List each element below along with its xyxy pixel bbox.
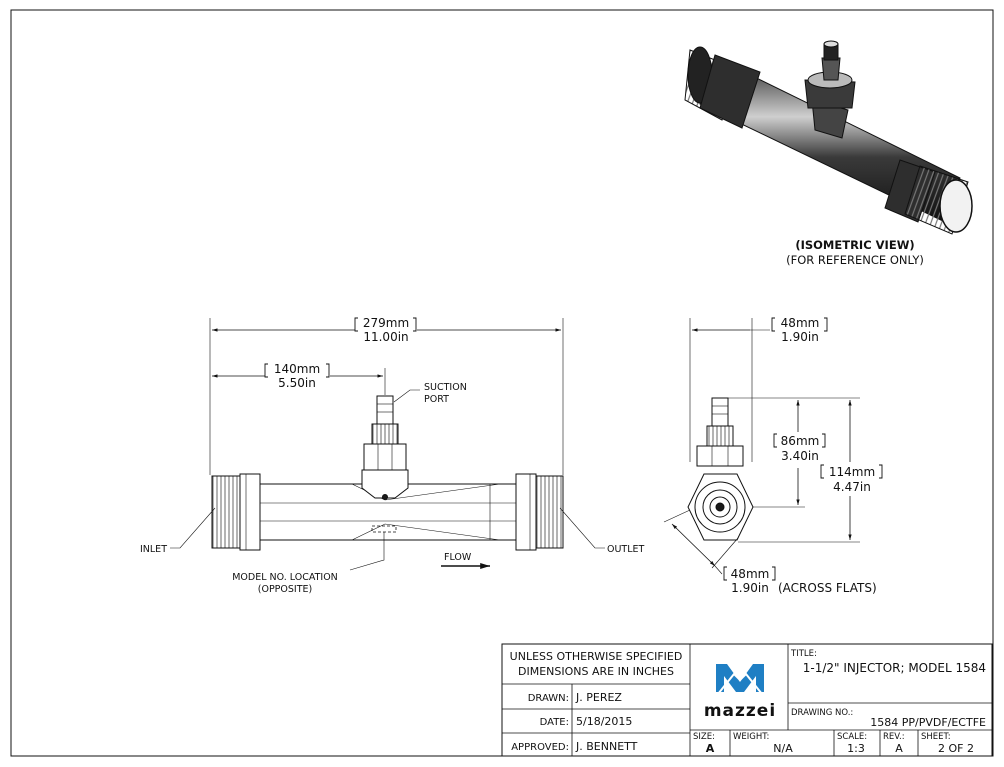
rev-label: REV.: bbox=[883, 732, 905, 742]
drawing-no-label: DRAWING NO.: bbox=[791, 708, 853, 718]
overall-height-in: 4.47in bbox=[833, 480, 871, 494]
suction-port-label-2: PORT bbox=[424, 394, 449, 405]
size-label: SIZE: bbox=[693, 732, 715, 742]
across-flats-mm: 48mm bbox=[731, 567, 770, 581]
front-view: 279mm 11.00in 140mm 5.50in bbox=[140, 316, 645, 595]
note-line-2: DIMENSIONS ARE IN INCHES bbox=[518, 665, 674, 678]
sheet-value: 2 OF 2 bbox=[938, 742, 974, 755]
sheet-label: SHEET: bbox=[921, 732, 951, 742]
model-location-label-1: MODEL NO. LOCATION bbox=[232, 572, 338, 583]
title-block: UNLESS OTHERWISE SPECIFIED DIMENSIONS AR… bbox=[501, 643, 993, 757]
logo-wordmark: mazzei bbox=[704, 701, 776, 721]
title-label: TITLE: bbox=[790, 649, 817, 659]
title-value: 1-1/2" INJECTOR; MODEL 1584 bbox=[803, 661, 986, 675]
note-line-1: UNLESS OTHERWISE SPECIFIED bbox=[510, 650, 683, 663]
overall-length-in: 11.00in bbox=[363, 330, 408, 344]
weight-value: N/A bbox=[773, 742, 793, 755]
approved-label: APPROVED: bbox=[511, 742, 569, 753]
rev-value: A bbox=[895, 742, 903, 755]
drawn-value: J. PEREZ bbox=[575, 691, 622, 704]
isometric-view-title: (ISOMETRIC VIEW) bbox=[795, 238, 914, 252]
across-flats-in: 1.90in bbox=[731, 581, 769, 595]
dimension-brackets bbox=[264, 317, 883, 581]
approved-value: J. BENNETT bbox=[575, 740, 638, 753]
date-label: DATE: bbox=[540, 717, 569, 728]
isometric-view: (ISOMETRIC VIEW) (FOR REFERENCE ONLY) bbox=[684, 40, 973, 267]
weight-label: WEIGHT: bbox=[733, 732, 769, 742]
inlet-label: INLET bbox=[140, 544, 167, 555]
model-location-label-2: (OPPOSITE) bbox=[258, 584, 312, 595]
mazzei-logo: mazzei bbox=[704, 664, 776, 721]
side-view: 48mm 1.90in 86mm 3.40in 114mm 4.47in 48m bbox=[663, 316, 877, 595]
size-value: A bbox=[706, 742, 715, 755]
overall-length-mm: 279mm bbox=[363, 316, 409, 330]
overall-height-mm: 114mm bbox=[829, 465, 875, 479]
across-flats-note: (ACROSS FLATS) bbox=[778, 581, 877, 595]
outlet-label: OUTLET bbox=[607, 544, 645, 555]
flow-label: FLOW bbox=[444, 552, 472, 563]
drawing-no-value: 1584 PP/PVDF/ECTFE bbox=[870, 716, 986, 729]
date-value: 5/18/2015 bbox=[576, 715, 632, 728]
drawn-label: DRAWN: bbox=[528, 693, 569, 704]
side-width-mm: 48mm bbox=[781, 316, 820, 330]
port-position-in: 5.50in bbox=[278, 376, 316, 390]
port-height-mm: 86mm bbox=[781, 434, 820, 448]
isometric-view-subtitle: (FOR REFERENCE ONLY) bbox=[786, 253, 924, 267]
scale-label: SCALE: bbox=[837, 732, 867, 742]
scale-value: 1:3 bbox=[847, 742, 865, 755]
suction-port-label-1: SUCTION bbox=[424, 382, 467, 393]
side-width-in: 1.90in bbox=[781, 330, 819, 344]
port-position-mm: 140mm bbox=[274, 362, 320, 376]
port-height-in: 3.40in bbox=[781, 449, 819, 463]
